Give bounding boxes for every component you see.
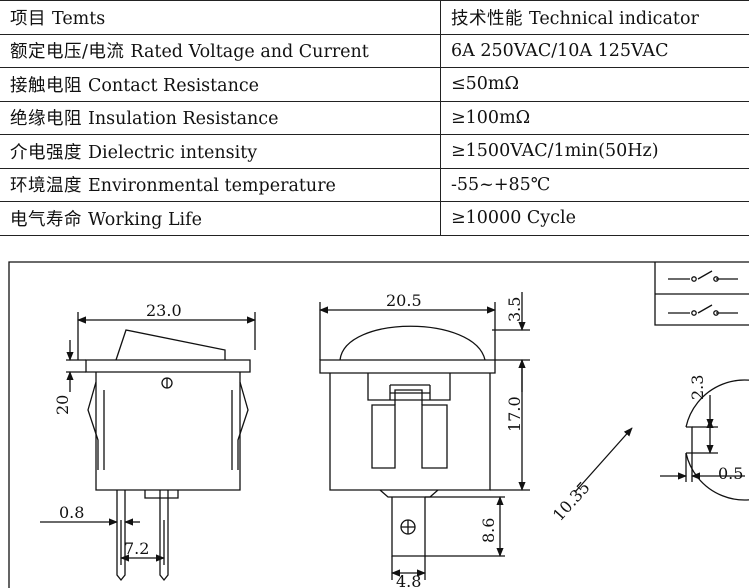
drawing-border [8,261,749,588]
dim-side-height: 20 [53,395,72,415]
dim-front-width: 20.5 [386,291,422,310]
value-cell: 6A 250VAC/10A 125VAC [440,34,749,68]
dim-hole-diameter: 10.35 [549,478,594,525]
panel-cutout [574,379,749,501]
dim-terminal-width: 4.8 [396,572,421,588]
dim-terminal-length: 8.6 [479,518,498,543]
dim-side-width: 23.0 [146,301,182,320]
technical-drawing: 23.0 20 0.8 7.2 20.5 3.5 17.0 8.6 4.8 10… [8,261,749,588]
switch-symbols [654,262,749,326]
dim-pin-thickness: 0.8 [59,503,84,522]
side-view [40,312,256,582]
dim-notch-width: 0.5 [718,464,743,483]
value-cell: ≥10000 Cycle [440,201,749,236]
dim-body-height: 17.0 [505,396,524,432]
front-view [319,292,530,580]
value-cell: ≥1500VAC/1min(50Hz) [440,134,749,169]
value-cell: ≥100mΩ [440,101,749,135]
dim-cap-height: 3.5 [505,297,524,322]
value-cell: ≤50mΩ [440,67,749,102]
dim-notch-depth: 2.3 [688,375,707,400]
value-cell: -55~+85℃ [440,168,749,202]
dim-pin-pitch: 7.2 [124,539,149,558]
